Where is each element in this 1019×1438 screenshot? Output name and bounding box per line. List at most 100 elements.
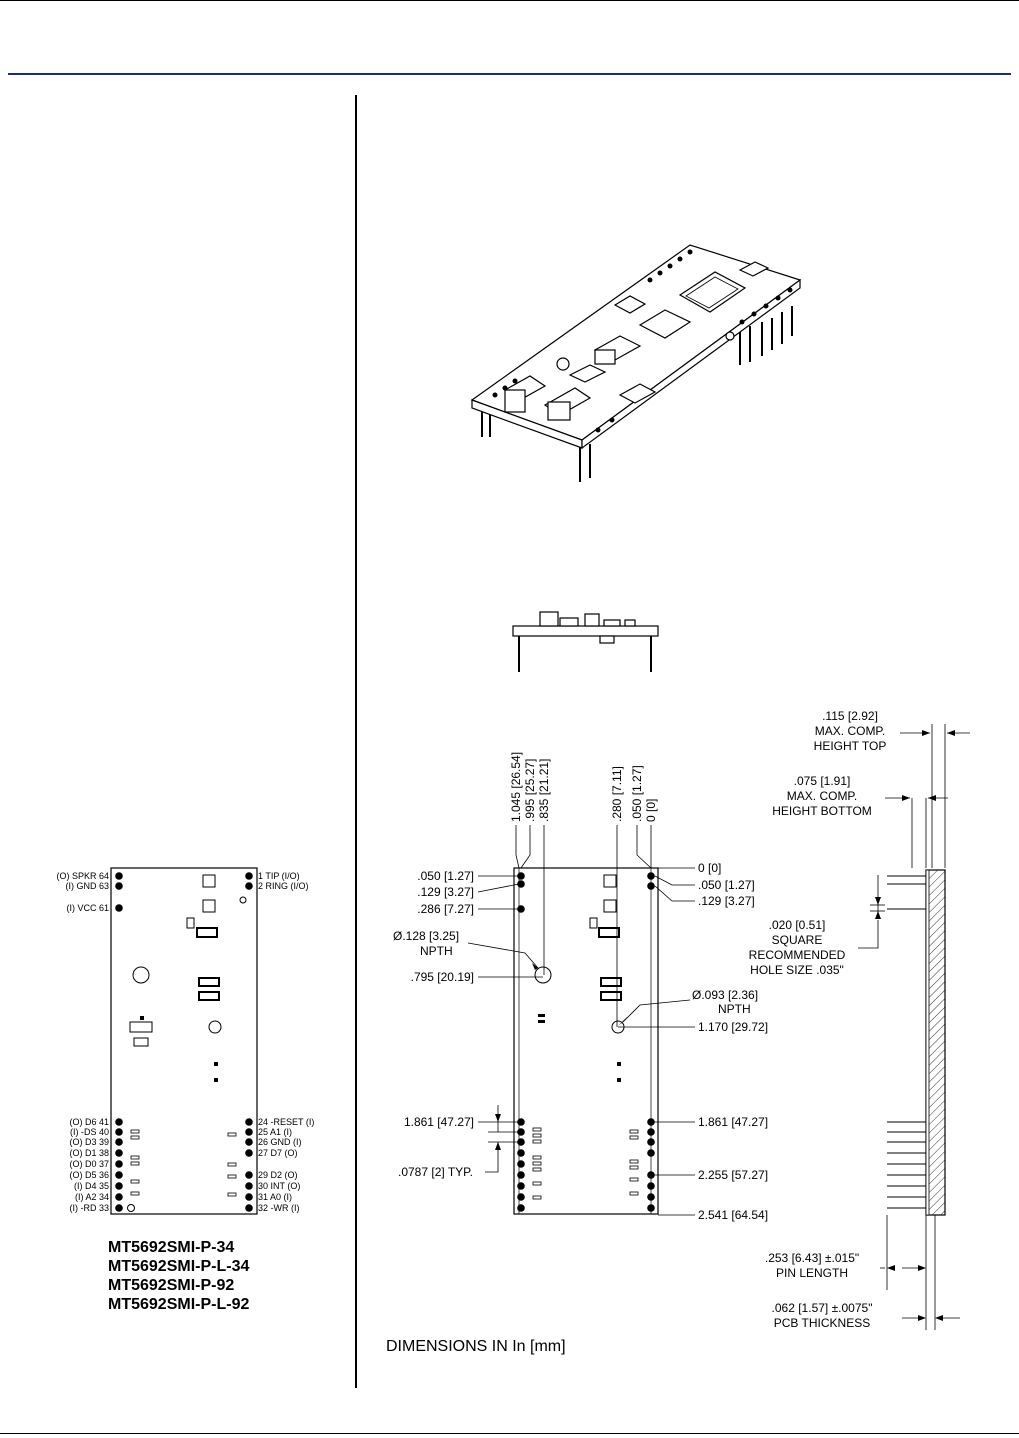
chip-resistor (629, 1135, 639, 1140)
chip-resistor (130, 1161, 140, 1166)
pitch-label: .0787 [2] TYP. (398, 1165, 473, 1179)
chip-resistor (629, 1159, 639, 1164)
chip-resistor (227, 1174, 237, 1179)
left-pin-label: (I) VCC 61 (66, 903, 109, 913)
right-dimension-labels: 0 [0].050 [1.27].129 [3.27]1.170 [29.72]… (698, 861, 768, 1222)
npth-small-sub: NPTH (718, 1002, 751, 1016)
left-pin-dots (115, 872, 123, 1212)
dim-pin-dot (647, 1204, 655, 1212)
header-rule (8, 73, 1011, 75)
right-pin-dot (245, 1138, 253, 1146)
left-dimension-label: .050 [1.27] (417, 869, 474, 883)
left-pin-dot (115, 1118, 123, 1126)
svg-text:RECOMMENDED: RECOMMENDED (749, 948, 846, 962)
left-pin-dot (115, 1171, 123, 1179)
left-pin-dot (115, 1128, 123, 1136)
chip-resistor (629, 1177, 639, 1182)
top-dimension-label: .050 [1.27] (630, 765, 644, 822)
top-dimension-label: .280 [7.11] (610, 766, 624, 822)
right-dimension-label: .050 [1.27] (698, 878, 755, 892)
chip-resistor (532, 1195, 542, 1200)
svg-text:PIN LENGTH: PIN LENGTH (776, 1266, 848, 1280)
left-pin-label: (O) D5 36 (69, 1170, 109, 1180)
left-dimension-labels: .050 [1.27].129 [3.27].286 [7.27].795 [2… (404, 869, 474, 1129)
left-pin-label: (O) D3 39 (69, 1137, 109, 1147)
left-pin-label: (I) GND 63 (65, 881, 109, 891)
dim-pin-dot (647, 1193, 655, 1201)
part-number-1: MT5692SMI-P-34 (108, 1239, 235, 1256)
right-pin-dot (245, 882, 253, 890)
svg-text:.253 [6.43] ±.015": .253 [6.43] ±.015" (765, 1251, 859, 1265)
right-dimension-label: 0 [0] (698, 861, 721, 875)
right-pin-label: 27 D7 (O) (258, 1148, 298, 1158)
left-pin-label: (I) -DS 40 (70, 1127, 109, 1137)
dim-pin-dot (517, 1204, 525, 1212)
svg-text:.062 [1.57] ±.0075": .062 [1.57] ±.0075" (772, 1301, 873, 1315)
left-pin-label: (O) D0 37 (69, 1159, 109, 1169)
dim-pin-dot (647, 1149, 655, 1157)
dim-board-small-chips (532, 1127, 639, 1200)
right-pin-dot (245, 1149, 253, 1157)
left-pin-dot (115, 1204, 123, 1212)
svg-text:.020 [0.51]: .020 [0.51] (769, 918, 826, 932)
left-pin-dot (115, 1193, 123, 1201)
right-dimension-label: 1.861 [47.27] (698, 1115, 768, 1129)
dim-pin-dot (517, 1193, 525, 1201)
dim-pin-dot (517, 880, 525, 888)
svg-text:PCB THICKNESS: PCB THICKNESS (774, 1316, 870, 1330)
profile-view: .115 [2.92] MAX. COMP. HEIGHT TOP .075 [… (749, 709, 970, 1330)
dimensions-note: DIMENSIONS IN In [mm] (386, 1338, 566, 1355)
chip-resistor (629, 1165, 639, 1170)
top-dimension-label: 0 [0] (644, 799, 658, 822)
right-dimension-label: 1.170 [29.72] (698, 1020, 768, 1034)
left-pin-dot (115, 872, 123, 880)
chip-resistor (130, 1191, 140, 1196)
side-view-module (512, 611, 659, 672)
left-pin-label: (O) D1 38 (69, 1148, 109, 1158)
left-pin-label: (O) SPKR 64 (56, 871, 109, 881)
hole-callout: .020 [0.51] SQUARE RECOMMENDED HOLE SIZE… (749, 918, 846, 977)
npth-small-label: Ø.093 [2.36] (692, 988, 758, 1002)
comp-top-callout: .115 [2.92] MAX. COMP. HEIGHT TOP (814, 709, 887, 753)
right-dimension-label: 2.541 [64.54] (698, 1208, 768, 1222)
right-pin-label: 25 A1 (I) (258, 1127, 292, 1137)
left-dimension-label: 1.861 [47.27] (404, 1115, 474, 1129)
top-dimension-labels: 1.045 [26.54].995 [25.27].835 [21.21] .28… (509, 752, 658, 822)
chip-resistor (532, 1167, 542, 1172)
chip-resistor (130, 1155, 140, 1160)
right-pin-label: 32 -WR (I) (258, 1203, 300, 1213)
left-pin-dot (115, 1160, 123, 1168)
chip-resistor (227, 1192, 237, 1197)
right-pin-label: 24 -RESET (I) (258, 1117, 314, 1127)
chip-resistor (629, 1129, 639, 1134)
npth-large-label: Ø.128 [3.25] (393, 929, 459, 943)
left-small-chips (130, 1129, 237, 1197)
right-pin-dot (245, 1182, 253, 1190)
chip-resistor (532, 1155, 542, 1160)
pinout-board: (O) SPKR 64(I) GND 63(I) VCC 61(O) D6 41… (56, 867, 314, 1215)
chip-resistor (532, 1127, 542, 1132)
right-pin-dot (245, 872, 253, 880)
left-pin-label: (I) A2 34 (75, 1192, 109, 1202)
pin-length-callout: .253 [6.43] ±.015" PIN LENGTH (765, 1251, 859, 1280)
left-pin-dot (115, 904, 123, 912)
right-pin-label: 1 TIP (I/O) (258, 871, 300, 881)
dim-pin-dot (517, 1118, 525, 1126)
dim-pin-dot (517, 1149, 525, 1157)
dim-pin-dot (517, 1171, 525, 1179)
dim-pin-dot (517, 1182, 525, 1190)
svg-text:HEIGHT TOP: HEIGHT TOP (814, 739, 887, 753)
comp-bottom-callout: .075 [1.91] MAX. COMP. HEIGHT BOTTOM (772, 774, 872, 818)
dim-pin-dot (517, 1160, 525, 1168)
profile-pins (887, 875, 926, 1209)
chip-resistor (130, 1129, 140, 1134)
top-dimension-label: .995 [25.27] (523, 759, 537, 822)
top-dimension-label: .835 [21.21] (537, 759, 551, 822)
right-pin-label: 2 RING (I/O) (258, 881, 309, 891)
dim-pin-dot (517, 1138, 525, 1146)
svg-text:HOLE SIZE .035": HOLE SIZE .035" (750, 963, 844, 977)
right-pin-dot (245, 1204, 253, 1212)
top-dimension-label: 1.045 [26.54] (509, 752, 523, 822)
dim-pin-dot (517, 1128, 525, 1136)
